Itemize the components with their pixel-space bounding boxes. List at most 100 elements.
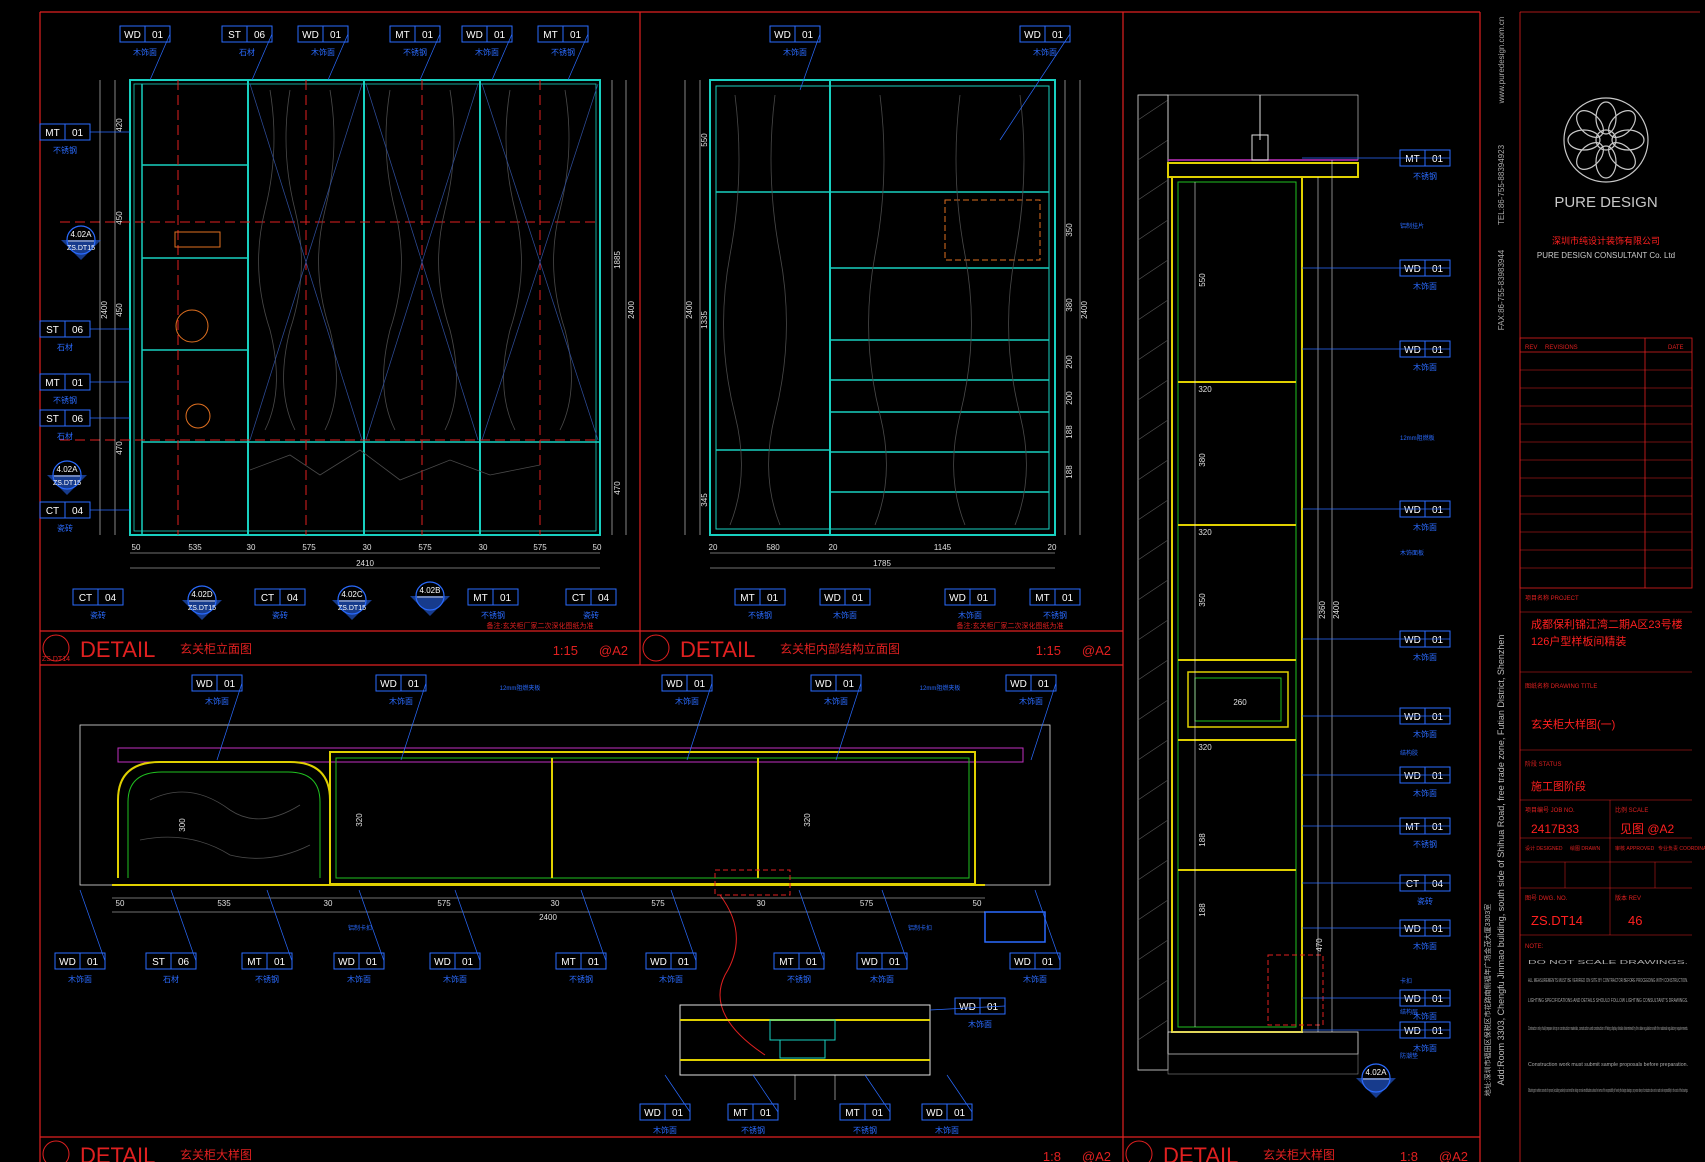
tag-number: 01 — [152, 30, 164, 41]
tag-number: 01 — [274, 957, 286, 968]
label: 设计 DESIGNED — [1525, 845, 1563, 852]
tag-description: 木饰面 — [935, 1125, 959, 1135]
tag-code: CT — [261, 593, 274, 604]
tag-leader — [881, 889, 908, 962]
label: 350 — [1065, 223, 1074, 237]
label: 260 — [1233, 698, 1247, 707]
view-scale: 1:8 — [1400, 1149, 1418, 1162]
view-label: DETAIL — [80, 637, 155, 662]
section-marker: 4.02B — [410, 581, 450, 616]
label: 50 — [132, 543, 141, 552]
tag-code: MT — [473, 593, 487, 604]
section-code: 4.02A — [71, 230, 93, 239]
tag-description: 木饰面 — [443, 974, 467, 984]
label: 575 — [418, 543, 432, 552]
tag-leader — [454, 889, 481, 962]
tag-leader — [929, 1005, 1006, 1011]
tag-number: 01 — [588, 957, 600, 968]
view-label: DETAIL — [1163, 1143, 1238, 1162]
tag-code: ST — [228, 30, 241, 41]
v3-connector-detail — [679, 1004, 931, 1100]
tag-description: 木饰面 — [968, 1019, 992, 1029]
tag-leader — [752, 1074, 779, 1113]
label: NOTE: — [1525, 944, 1544, 950]
label: 575 — [437, 899, 451, 908]
tag-number: 01 — [87, 957, 99, 968]
tag-description: 木饰面 — [1413, 788, 1437, 798]
tag-number: 01 — [1038, 679, 1050, 690]
tag-number: 01 — [977, 593, 989, 604]
tag-leader — [400, 682, 427, 761]
tag-number: 04 — [72, 506, 84, 517]
tag-description: 木饰面 — [1413, 522, 1437, 532]
tag-leader — [251, 33, 273, 81]
tag-code: WD — [59, 957, 76, 968]
tag-leader — [835, 682, 862, 761]
label: 200 — [1065, 355, 1074, 369]
label: 图号 DWG. NO. — [1525, 895, 1568, 902]
tag-number: 01 — [852, 593, 864, 604]
tag-description: 木饰面 — [1413, 652, 1437, 662]
label: 535 — [188, 543, 202, 552]
tag-description: 瓷砖 — [272, 610, 288, 620]
drawing-frame — [39, 11, 1481, 1162]
label: 550 — [700, 133, 709, 147]
label: 2400 — [539, 913, 557, 922]
label: 50 — [593, 543, 602, 552]
tag-code: WD — [1024, 30, 1041, 41]
label: 450 — [115, 211, 124, 225]
tag-code: WD — [644, 1108, 661, 1119]
section-arrow — [1356, 1078, 1396, 1098]
tag-number: 01 — [570, 30, 582, 41]
tag-code: WD — [124, 30, 141, 41]
tag-description: 不锈钢 — [853, 1125, 877, 1135]
section-code: 4.02A — [1366, 1068, 1388, 1077]
tag-code: WD — [1010, 679, 1027, 690]
tag-code: MT — [733, 1108, 747, 1119]
label: 1335 — [700, 311, 709, 329]
label: 350 — [1198, 593, 1207, 607]
tag-number: 01 — [694, 679, 706, 690]
tag-description: 石材 — [163, 974, 179, 984]
label: 玄关柜大样图(一) — [1531, 717, 1615, 731]
tag-code: WD — [1404, 505, 1421, 516]
tag-description: 木饰面 — [389, 696, 413, 706]
label: 380 — [1065, 298, 1074, 312]
section-code: 4.02A — [57, 465, 79, 474]
label: 188 — [1198, 903, 1207, 917]
tag-number: 01 — [1432, 505, 1444, 516]
label: 1885 — [613, 251, 622, 269]
label: 575 — [651, 899, 665, 908]
label: 备注:玄关柜厂家二次深化图纸为准 — [957, 621, 1064, 630]
label: 300 — [178, 818, 187, 832]
tag-code: MT — [247, 957, 261, 968]
label: 46 — [1628, 913, 1642, 928]
tag-code: WD — [1404, 994, 1421, 1005]
view-scale: 1:15 — [1036, 643, 1061, 658]
label: 卡扣 — [1400, 977, 1412, 985]
label: 188 — [1198, 833, 1207, 847]
tag-number: 01 — [366, 957, 378, 968]
label: FAX:86-755-83983944 — [1497, 249, 1506, 330]
label: 345 — [700, 493, 709, 507]
tag-number: 06 — [72, 325, 84, 336]
tag-description: 不锈钢 — [569, 974, 593, 984]
tag-code: MT — [543, 30, 557, 41]
